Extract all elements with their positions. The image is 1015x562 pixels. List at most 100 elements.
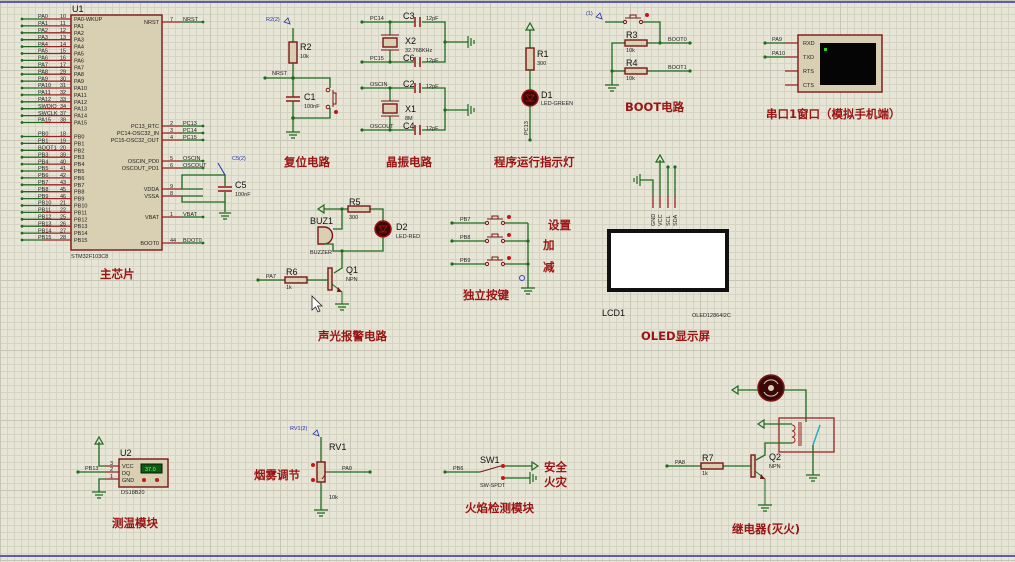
net-label: PA3 [38, 35, 48, 41]
terminal [20, 24, 24, 28]
temp-sensor[interactable]: 37.0 PB13 3 2 1 VCC DQ GND U2 DS18B20 测温… [76, 435, 169, 530]
pin-number: 4 [170, 135, 173, 141]
terminal-screen[interactable] [820, 43, 876, 85]
pin-number: 20 [60, 146, 66, 152]
title-reset: 复位电路 [283, 155, 330, 169]
buz1-value: BUZZER [310, 250, 332, 256]
pin-name: PB2 [74, 148, 84, 154]
r7-resistor[interactable] [700, 462, 724, 470]
c5-value: 100nF [235, 192, 251, 198]
pin-number: 14 [60, 42, 66, 48]
pin-number: 44 [170, 238, 176, 244]
r6-resistor[interactable] [284, 276, 308, 284]
pin-label: VCC [658, 214, 664, 226]
r5-value: 300 [349, 215, 358, 221]
net-label: PB13 [85, 466, 98, 472]
oled-screen[interactable] [607, 229, 729, 292]
alarm-circuit[interactable]: R5 300 D2 LED-RED BUZ1 BUZZER Q1 NPN R6 … [256, 197, 420, 343]
relay-box[interactable] [778, 417, 835, 453]
net-label: PC15 [183, 135, 197, 141]
title-crystal: 晶振电路 [386, 155, 432, 169]
net-label: PB13 [38, 221, 51, 227]
reset-button[interactable] [325, 87, 338, 114]
virtual-terminal[interactable]: PA9 PA10 RXD TXD RTS CTS 串口1窗口（模拟手机端） [763, 34, 901, 121]
key-button[interactable] [484, 233, 511, 244]
pin-name: PB9 [74, 197, 84, 203]
net-label: PA10 [38, 83, 51, 89]
sw1-switch[interactable] [479, 464, 505, 473]
pin-name: PB10 [74, 204, 87, 210]
r3-resistor[interactable] [624, 39, 648, 47]
x1-crystal[interactable] [382, 103, 398, 114]
pin-number: 42 [60, 173, 66, 179]
q1-transistor[interactable] [327, 267, 333, 291]
net-label: PA6 [38, 56, 48, 62]
c3-ref: C3 [403, 11, 415, 21]
pin-number: 9 [170, 184, 173, 190]
title-keys: 独立按键 [463, 288, 509, 302]
net-label: PB4 [38, 159, 48, 165]
rv1-potentiometer[interactable] [316, 461, 326, 483]
relay-coil [791, 422, 802, 446]
r1-value: 300 [537, 61, 546, 67]
relay-circuit[interactable]: PA8 R7 1k Q2 NPN 继电器(灭火) [665, 374, 835, 536]
pin-number: 34 [60, 104, 66, 110]
terminal [20, 86, 24, 90]
probe-icon[interactable] [595, 12, 603, 20]
net-label: PA9 [38, 76, 48, 82]
key-button[interactable] [484, 256, 511, 267]
buzzer[interactable] [317, 226, 334, 245]
boot-circuit[interactable]: (1) R3 10k R4 10k BOOT0 BOOT1 BOOT电路 [586, 11, 692, 114]
net-label: NRST [183, 17, 199, 23]
pin-label: TXD [803, 55, 814, 61]
net-label: PB3 [38, 152, 48, 158]
pin-number: 19 [60, 139, 66, 145]
pin-name: PA2 [74, 31, 84, 37]
probe-icon[interactable] [217, 162, 226, 176]
power-arrow-icon [654, 153, 666, 163]
smoke-pot[interactable]: RV1(2) PA0 RV1 10k 烟雾调节 [254, 426, 372, 517]
rv1-ref: RV1 [329, 442, 346, 452]
d2-led[interactable] [374, 220, 392, 238]
pin-name: PA9 [74, 79, 84, 85]
probe-icon[interactable] [283, 17, 291, 25]
r4-resistor[interactable] [624, 67, 648, 75]
r1-resistor[interactable] [525, 47, 535, 71]
d1-led[interactable] [521, 89, 539, 107]
crystal-circuit[interactable]: PC14 PC15 OSCIN OSCOUT C3 12pF C6 12pF C… [360, 11, 475, 169]
r2-resistor[interactable] [288, 41, 298, 64]
crosshair-icon [519, 275, 525, 281]
probe-icon[interactable] [312, 429, 320, 437]
pin-number: 1 [110, 474, 113, 480]
terminal [20, 38, 24, 42]
run-led-circuit[interactable]: R1 300 D1 LED-GREEN PC13 程序运行指示灯 [494, 21, 575, 169]
net-label: PA11 [38, 90, 51, 96]
terminal [20, 169, 24, 173]
terminal [20, 31, 24, 35]
terminal [201, 159, 205, 163]
boot-button[interactable] [622, 13, 649, 25]
r5-resistor[interactable] [347, 205, 371, 213]
flame-switch[interactable]: PB6 SW1 SW-SPDT 安全 火灾 火焰检测模块 [443, 455, 567, 515]
x2-crystal[interactable] [382, 37, 398, 48]
q2-transistor[interactable] [750, 454, 756, 478]
net-label: PA7 [38, 63, 48, 69]
u1-body[interactable] [70, 14, 163, 251]
pin-number: 3 [110, 461, 113, 467]
reset-circuit[interactable]: R2(2) R2 10k NRST C1 100nF 复位电路 [263, 17, 338, 169]
pin-number: 11 [60, 21, 66, 27]
pin-label: CTS [803, 83, 814, 89]
d2-value: LED-RED [396, 234, 420, 240]
rv1-value: 10k [329, 495, 338, 501]
key-button[interactable] [484, 215, 511, 226]
ground-icon [286, 131, 300, 139]
terminal [20, 93, 24, 97]
r2-value: 10k [300, 54, 309, 60]
pin-number: 16 [60, 56, 66, 62]
title-oled: OLED显示屏 [641, 329, 711, 343]
